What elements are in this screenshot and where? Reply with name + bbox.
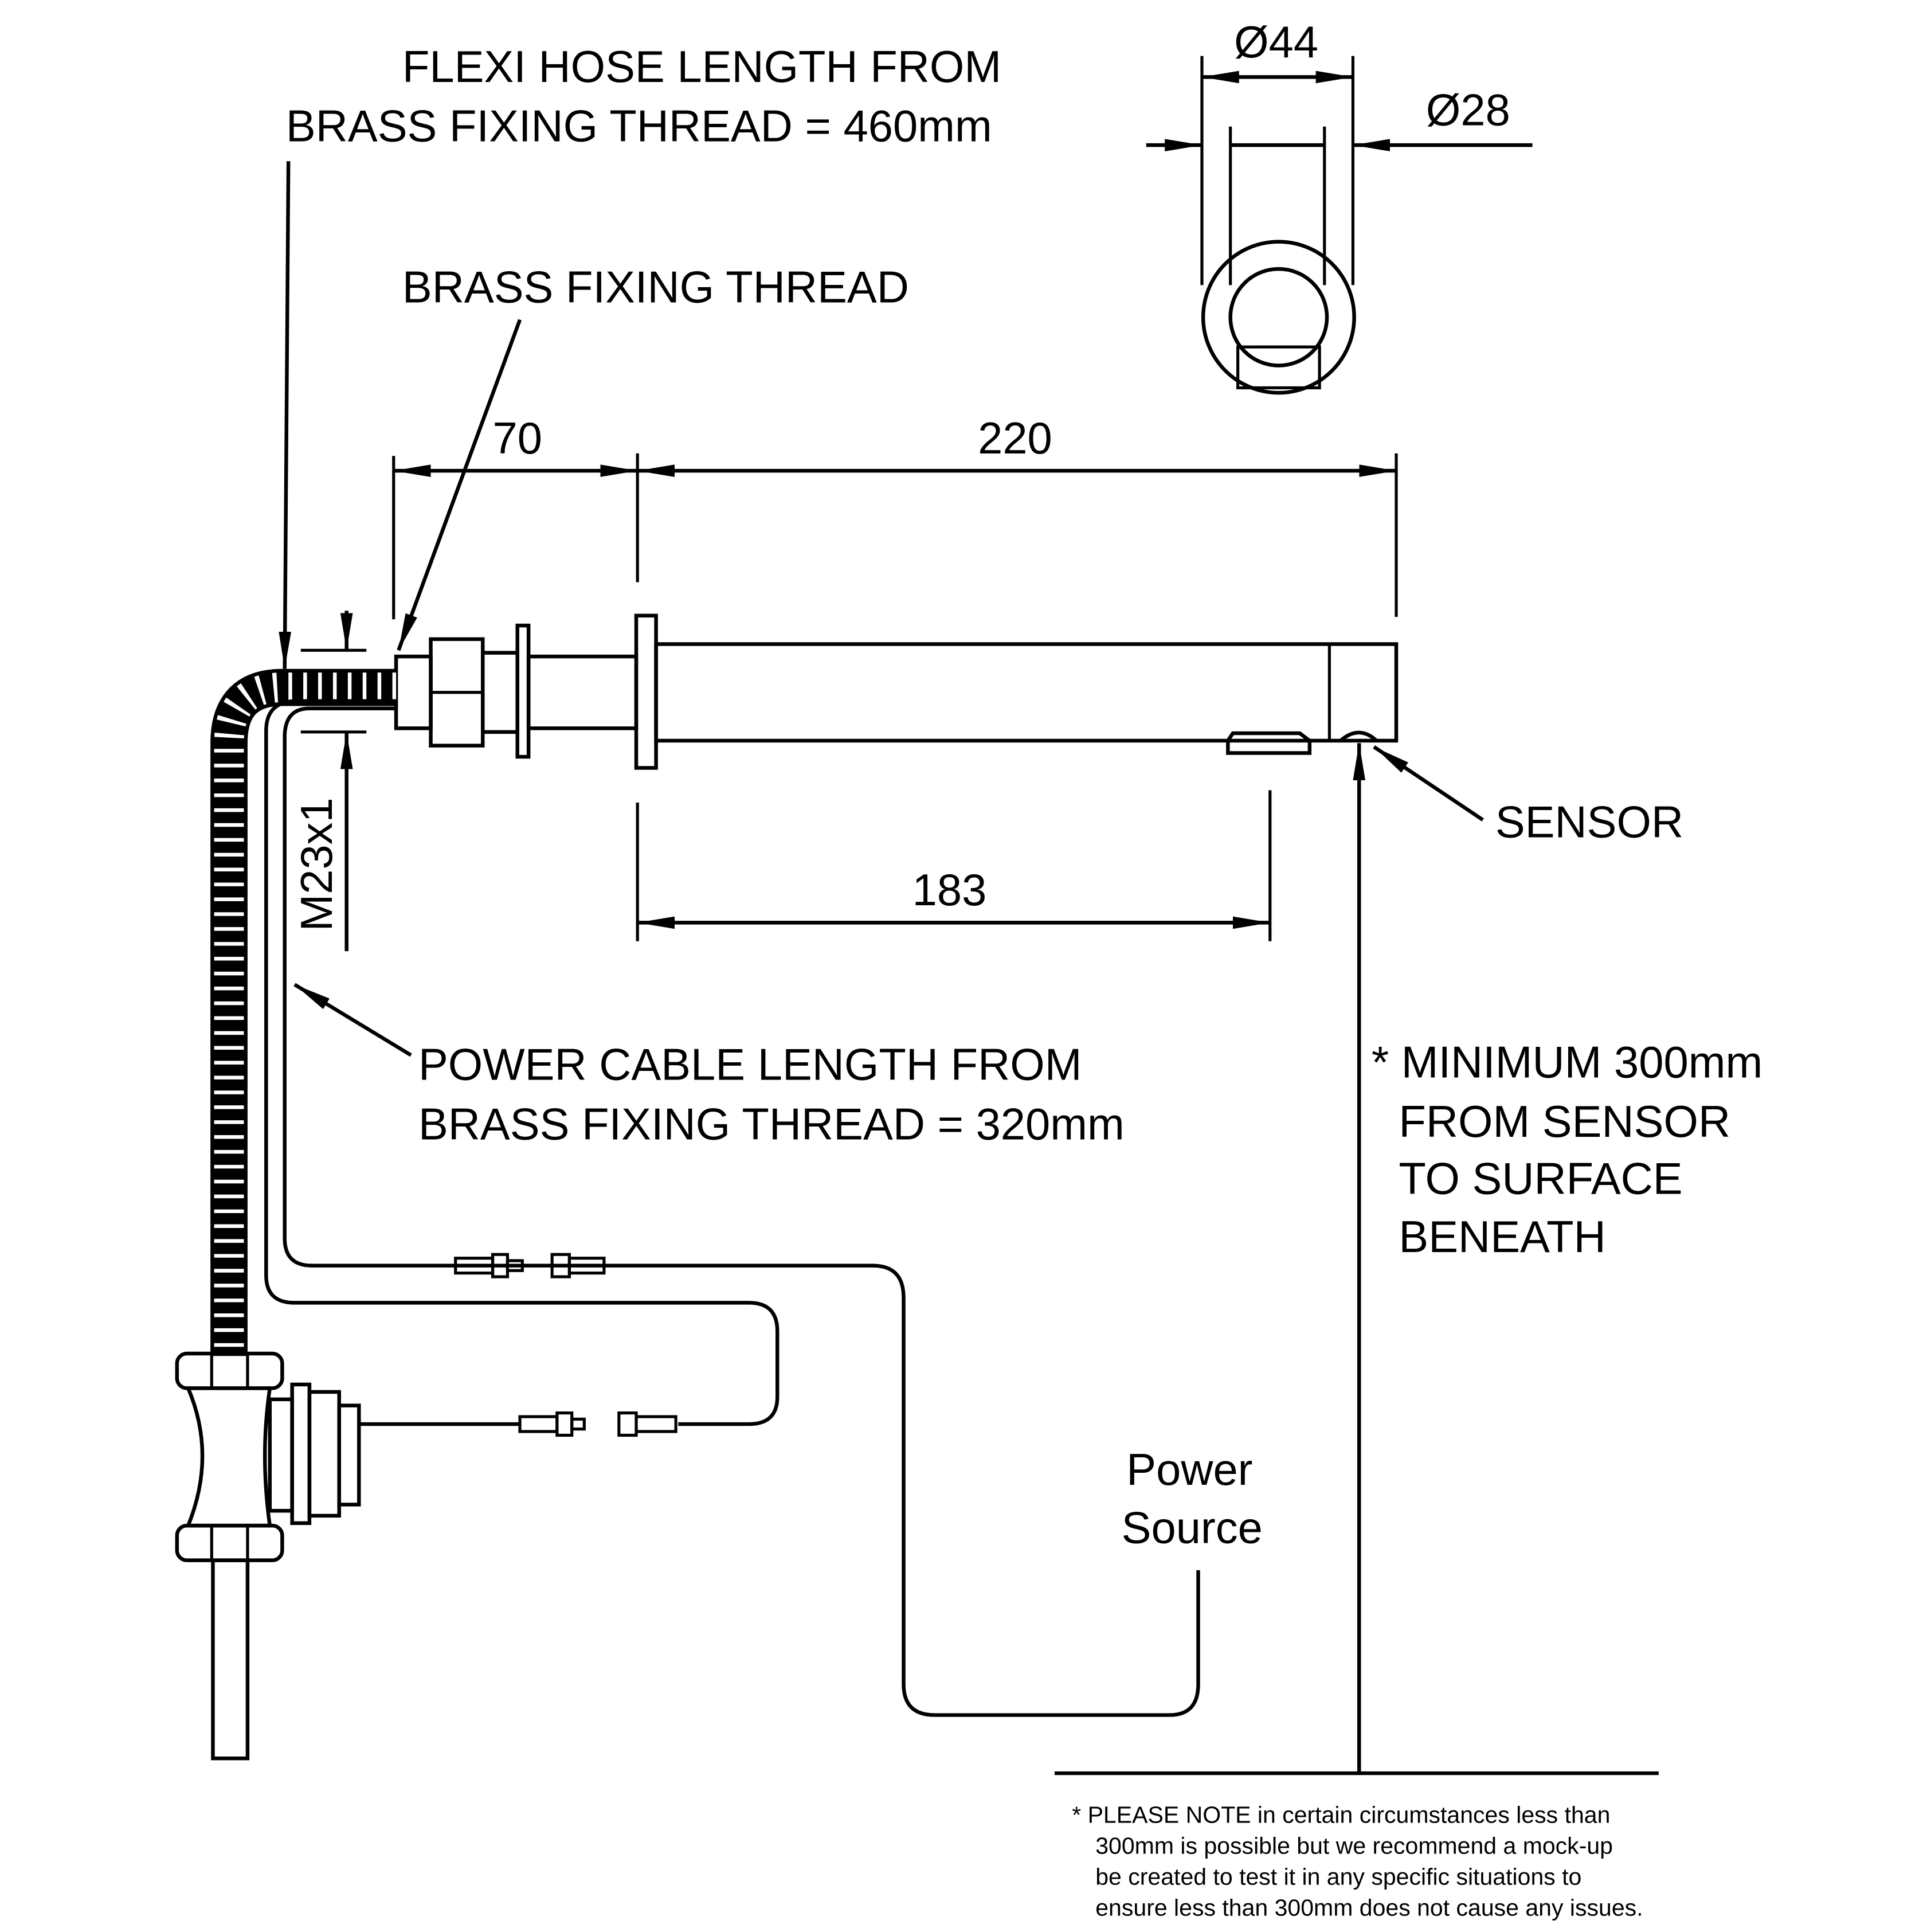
power-source-label-1: Power [1126, 1445, 1252, 1495]
note-line-4: ensure less than 300mm does not cause an… [1095, 1894, 1643, 1921]
section-view [1146, 56, 1533, 395]
flexi-leader [279, 161, 291, 669]
sensor-leader [1373, 745, 1485, 822]
dim-220-label: 220 [978, 414, 1052, 463]
brass-leader [397, 319, 522, 651]
dim-70-label: 70 [493, 414, 542, 463]
outer-diameter-label: Ø44 [1234, 18, 1318, 67]
power-cable-label-2: BRASS FIXING THREAD = 320mm [418, 1100, 1125, 1149]
dim-183-label: 183 [912, 866, 987, 915]
flexi-hose-label-1: FLEXI HOSE LENGTH FROM [402, 42, 1001, 92]
power-cable [283, 706, 1200, 1717]
thread-size-label: M23x1 [292, 797, 342, 931]
min-height-label-2: FROM SENSOR [1399, 1097, 1730, 1147]
tap-spout [394, 613, 1399, 770]
power-source-label-2: Source [1122, 1503, 1263, 1552]
power-cable-label-1: POWER CABLE LENGTH FROM [418, 1041, 1082, 1090]
sensor-label: SENSOR [1495, 797, 1683, 847]
thread-dimension [300, 611, 367, 952]
brass-thread-label: BRASS FIXING THREAD [402, 263, 909, 312]
flexi-hose [210, 668, 397, 1356]
min-height-label-4: BENEATH [1399, 1213, 1605, 1262]
min-height-label-1: * MINIMUM 300mm [1372, 1038, 1762, 1087]
connectors [454, 1253, 677, 1437]
dimension-lines [392, 453, 1398, 941]
note-line-2: 300mm is possible but we recommend a moc… [1095, 1832, 1613, 1859]
inner-diameter-label: Ø28 [1426, 86, 1510, 135]
min-height-label-3: TO SURFACE [1399, 1154, 1682, 1203]
sensor-cable [264, 699, 780, 1426]
note-line-1: * PLEASE NOTE in certain circumstances l… [1072, 1801, 1610, 1828]
power-leader [293, 983, 412, 1057]
note-line-3: be created to test it in any specific si… [1095, 1863, 1581, 1890]
flexi-hose-label-2: BRASS FIXING THREAD = 460mm [286, 102, 992, 151]
valve-body [175, 1351, 361, 1761]
